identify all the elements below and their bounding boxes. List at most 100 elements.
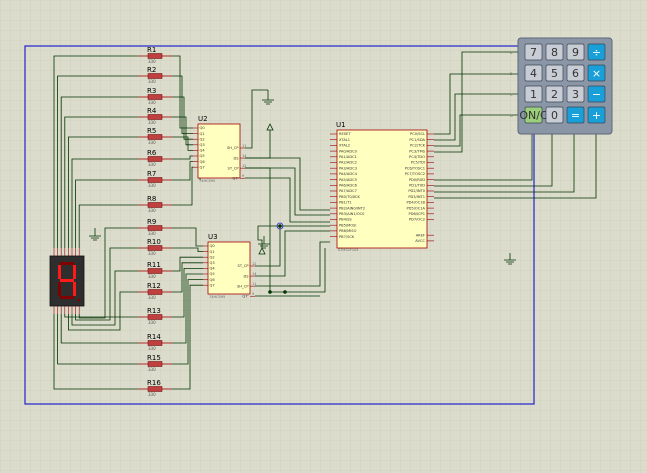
- pin-label: Q2: [210, 255, 215, 259]
- sheet-frame: [24, 45, 535, 405]
- pin-label: RESET: [339, 132, 351, 136]
- resistor-body[interactable]: [147, 268, 163, 274]
- power-arrow-icon: [258, 247, 266, 255]
- chip-u1-body[interactable]: [336, 129, 428, 249]
- keypad-key-label: 5: [551, 67, 558, 80]
- resistor-body[interactable]: [147, 73, 163, 79]
- keypad-key-label: 8: [551, 46, 558, 59]
- keypad-key-face[interactable]: [587, 85, 606, 103]
- chip-u2[interactable]: U2 74HC595 Q0Q1Q2Q3Q4Q5Q6Q7SH_CP11DS14ST…: [193, 115, 247, 183]
- keypad-key-label: +: [592, 109, 601, 122]
- keypad-key[interactable]: =: [566, 106, 585, 124]
- resistor-body[interactable]: [147, 361, 163, 367]
- resistor-body[interactable]: [147, 289, 163, 295]
- seven-segment-display[interactable]: [49, 248, 85, 314]
- keypad-key[interactable]: ÷: [587, 43, 606, 61]
- keypad-key-face[interactable]: [587, 106, 606, 124]
- keypad-key[interactable]: 8: [545, 43, 564, 61]
- keypad-key-face[interactable]: [587, 43, 606, 61]
- keypad-key[interactable]: 2: [545, 85, 564, 103]
- pin-number: 12: [242, 164, 246, 168]
- keypad-key[interactable]: 7: [524, 43, 543, 61]
- chip-u2-part: 74HC595: [199, 179, 215, 183]
- resistor-body[interactable]: [147, 202, 163, 208]
- wire: [172, 268, 203, 318]
- resistor-body[interactable]: [147, 245, 163, 251]
- keypad-key[interactable]: 1: [524, 85, 543, 103]
- chip-u3-body[interactable]: [207, 241, 251, 295]
- keypad-key-face[interactable]: [566, 43, 585, 61]
- pin-label: PC3/TMS: [409, 149, 425, 153]
- chip-u1-ref: U1: [336, 121, 346, 129]
- resistor-body[interactable]: [147, 94, 163, 100]
- resistor-body[interactable]: [147, 114, 163, 120]
- pin-label: PD1/TXD: [409, 184, 425, 188]
- keypad-key-face[interactable]: [524, 85, 543, 103]
- wire: [57, 75, 138, 248]
- keypad-key-face[interactable]: [566, 106, 585, 124]
- pin-label: XTAL2: [339, 144, 350, 148]
- keypad-key-face[interactable]: [545, 106, 564, 124]
- keypad-key-label: ÷: [592, 46, 601, 59]
- keypad-key-face[interactable]: [545, 85, 564, 103]
- keypad-key[interactable]: 4: [524, 64, 543, 82]
- resistor-body[interactable]: [147, 53, 163, 59]
- keypad-key-face[interactable]: [524, 43, 543, 61]
- pin-label: Q3: [210, 261, 215, 265]
- keypad-key[interactable]: ×: [587, 64, 606, 82]
- keypad-key-face[interactable]: [566, 64, 585, 82]
- pin-number: 9: [252, 292, 254, 296]
- resistor-body[interactable]: [147, 134, 163, 140]
- keypad-key-face[interactable]: [545, 43, 564, 61]
- wire: [78, 227, 138, 319]
- keypad-key[interactable]: 0: [545, 106, 564, 124]
- wire: [75, 247, 138, 321]
- keypad-key[interactable]: ON/C: [519, 106, 548, 124]
- segment-a: [60, 262, 74, 265]
- keypad-key-face[interactable]: [566, 85, 585, 103]
- keypad-key[interactable]: 9: [566, 43, 585, 61]
- chip-u2-body[interactable]: [197, 123, 241, 179]
- resistor-value: 330: [148, 183, 156, 188]
- keypad-key[interactable]: 3: [566, 85, 585, 103]
- keypad-key-face[interactable]: [545, 64, 564, 82]
- keypad-key-face[interactable]: [587, 64, 606, 82]
- chip-u1-part: STM32F103: [338, 248, 359, 252]
- keypad-key-face[interactable]: [524, 64, 543, 82]
- keypad-key[interactable]: +: [587, 106, 606, 124]
- resistor-body[interactable]: [147, 177, 163, 183]
- resistor-value: 330: [148, 59, 156, 64]
- resistor-ref: R16: [147, 379, 161, 387]
- chip-u1[interactable]: U1 STM32F103 RESETXTAL1XTAL2PA0/ADC0PA1/…: [330, 121, 434, 252]
- resistor-body[interactable]: [147, 340, 163, 346]
- keypad-key[interactable]: 6: [566, 64, 585, 82]
- chip-u3[interactable]: U3 74HC595 Q0Q1Q2Q3Q4Q5Q6Q7ST_CP12DS14SH…: [203, 233, 257, 299]
- resistor-body[interactable]: [147, 156, 163, 162]
- resistor-body[interactable]: [147, 314, 163, 320]
- resistor-body[interactable]: [147, 386, 163, 392]
- resistor-body[interactable]: [147, 225, 163, 231]
- keypad-key-face[interactable]: [524, 106, 543, 124]
- keypad-key[interactable]: 5: [545, 64, 564, 82]
- wire: [434, 51, 518, 153]
- keypad-key[interactable]: −: [587, 85, 606, 103]
